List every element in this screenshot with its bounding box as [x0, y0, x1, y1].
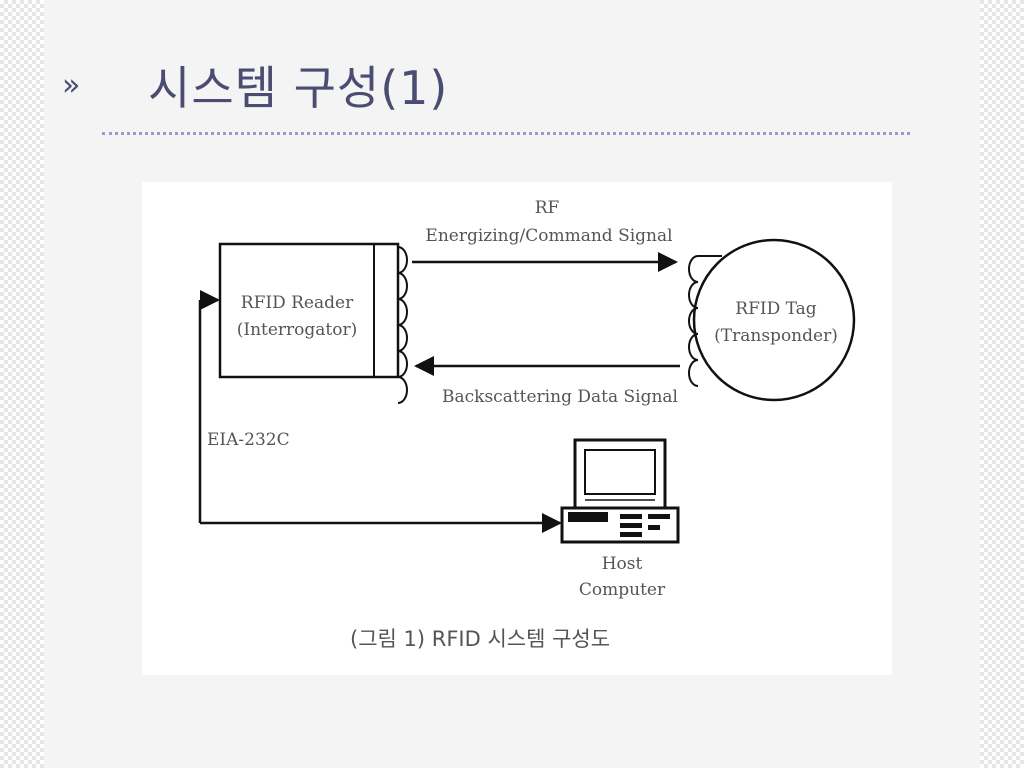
slide-panel: » 시스템 구성(1) RFID Reader (Interrogator) R… — [44, 0, 980, 768]
reader-label-line1: RFID Reader — [241, 293, 354, 313]
rf-label: RF — [535, 198, 560, 218]
energizing-label: Energizing/Command Signal — [425, 226, 672, 246]
tag-label-line1: RFID Tag — [735, 299, 816, 319]
title-bullet: » — [62, 68, 81, 103]
rfid-diagram-figure: RFID Reader (Interrogator) RF Energizing… — [142, 182, 892, 675]
slide-title: 시스템 구성(1) — [148, 61, 449, 115]
rfid-diagram: RFID Reader (Interrogator) RF Energizing… — [198, 198, 856, 651]
host-label-line1: Host — [602, 554, 643, 574]
title-divider — [102, 132, 910, 135]
host-label-line2: Computer — [579, 580, 666, 600]
figure-caption: (그림 1) RFID 시스템 구성도 — [350, 627, 610, 651]
reader-antenna-coil — [397, 246, 408, 404]
tag-circle: RFID Tag (Transponder) — [692, 238, 856, 402]
reader-label-line2: (Interrogator) — [237, 320, 358, 340]
tag-antenna-coil — [688, 255, 699, 387]
tag-label-line2: (Transponder) — [714, 326, 838, 346]
reader-box: RFID Reader (Interrogator) — [218, 242, 400, 379]
host-computer-icon — [560, 438, 680, 544]
eia-label: EIA-232C — [207, 430, 290, 450]
backscatter-label: Backscattering Data Signal — [442, 387, 678, 407]
